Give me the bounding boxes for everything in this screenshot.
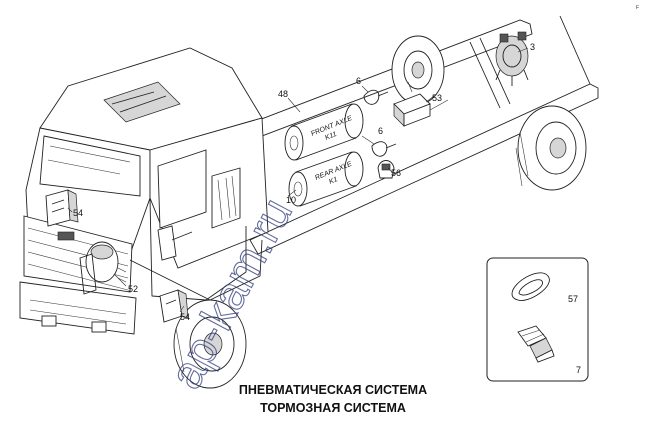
callout-48: 48: [278, 89, 288, 99]
tank-front-axle: FRONT AXLE K11: [284, 103, 364, 161]
callout-10: 10: [286, 195, 296, 205]
title-line-1: ПНЕВМАТИЧЕСКАЯ СИСТЕМА: [239, 383, 427, 397]
tank-rear-label-2: K1: [328, 176, 339, 186]
callout-6-upper: 6: [356, 76, 361, 86]
callout-56: 56: [391, 168, 401, 178]
detail-inset: 57 7: [486, 257, 589, 382]
component-54-lower: [159, 289, 189, 323]
component-3-valve: [495, 31, 529, 86]
tank-front-label-2: K11: [324, 131, 338, 142]
corner-mark: F: [636, 5, 639, 11]
leader-lines: [67, 47, 529, 313]
rear-wheel-left: [391, 35, 445, 105]
component-6-fitting-lower: [371, 141, 397, 157]
component-52-air-dryer: [79, 241, 127, 295]
tank-rear-axle: REAR AXLE K1: [288, 151, 364, 207]
component-54-upper: [45, 189, 79, 227]
callout-6-lower: 6: [378, 126, 383, 136]
component-57-seal: [511, 272, 550, 301]
callout-54-upper: 54: [73, 208, 83, 218]
component-6-fitting-upper: [363, 89, 389, 105]
callout-57: 57: [568, 294, 578, 304]
callout-3: 3: [530, 42, 535, 52]
callout-53: 53: [432, 93, 442, 103]
title-line-2: ТОРМОЗНАЯ СИСТЕМА: [260, 401, 406, 415]
callout-54-lower: 54: [180, 312, 190, 322]
chassis-frame: [237, 15, 599, 255]
callout-52: 52: [128, 284, 138, 294]
truck-cab: [19, 47, 269, 335]
rear-wheel-right: [515, 105, 587, 191]
callout-7: 7: [576, 365, 581, 375]
component-53-valve-block: [393, 81, 449, 127]
component-56-sensor: [377, 160, 395, 179]
component-7-connector: [517, 325, 555, 363]
front-wheel: [173, 299, 247, 389]
